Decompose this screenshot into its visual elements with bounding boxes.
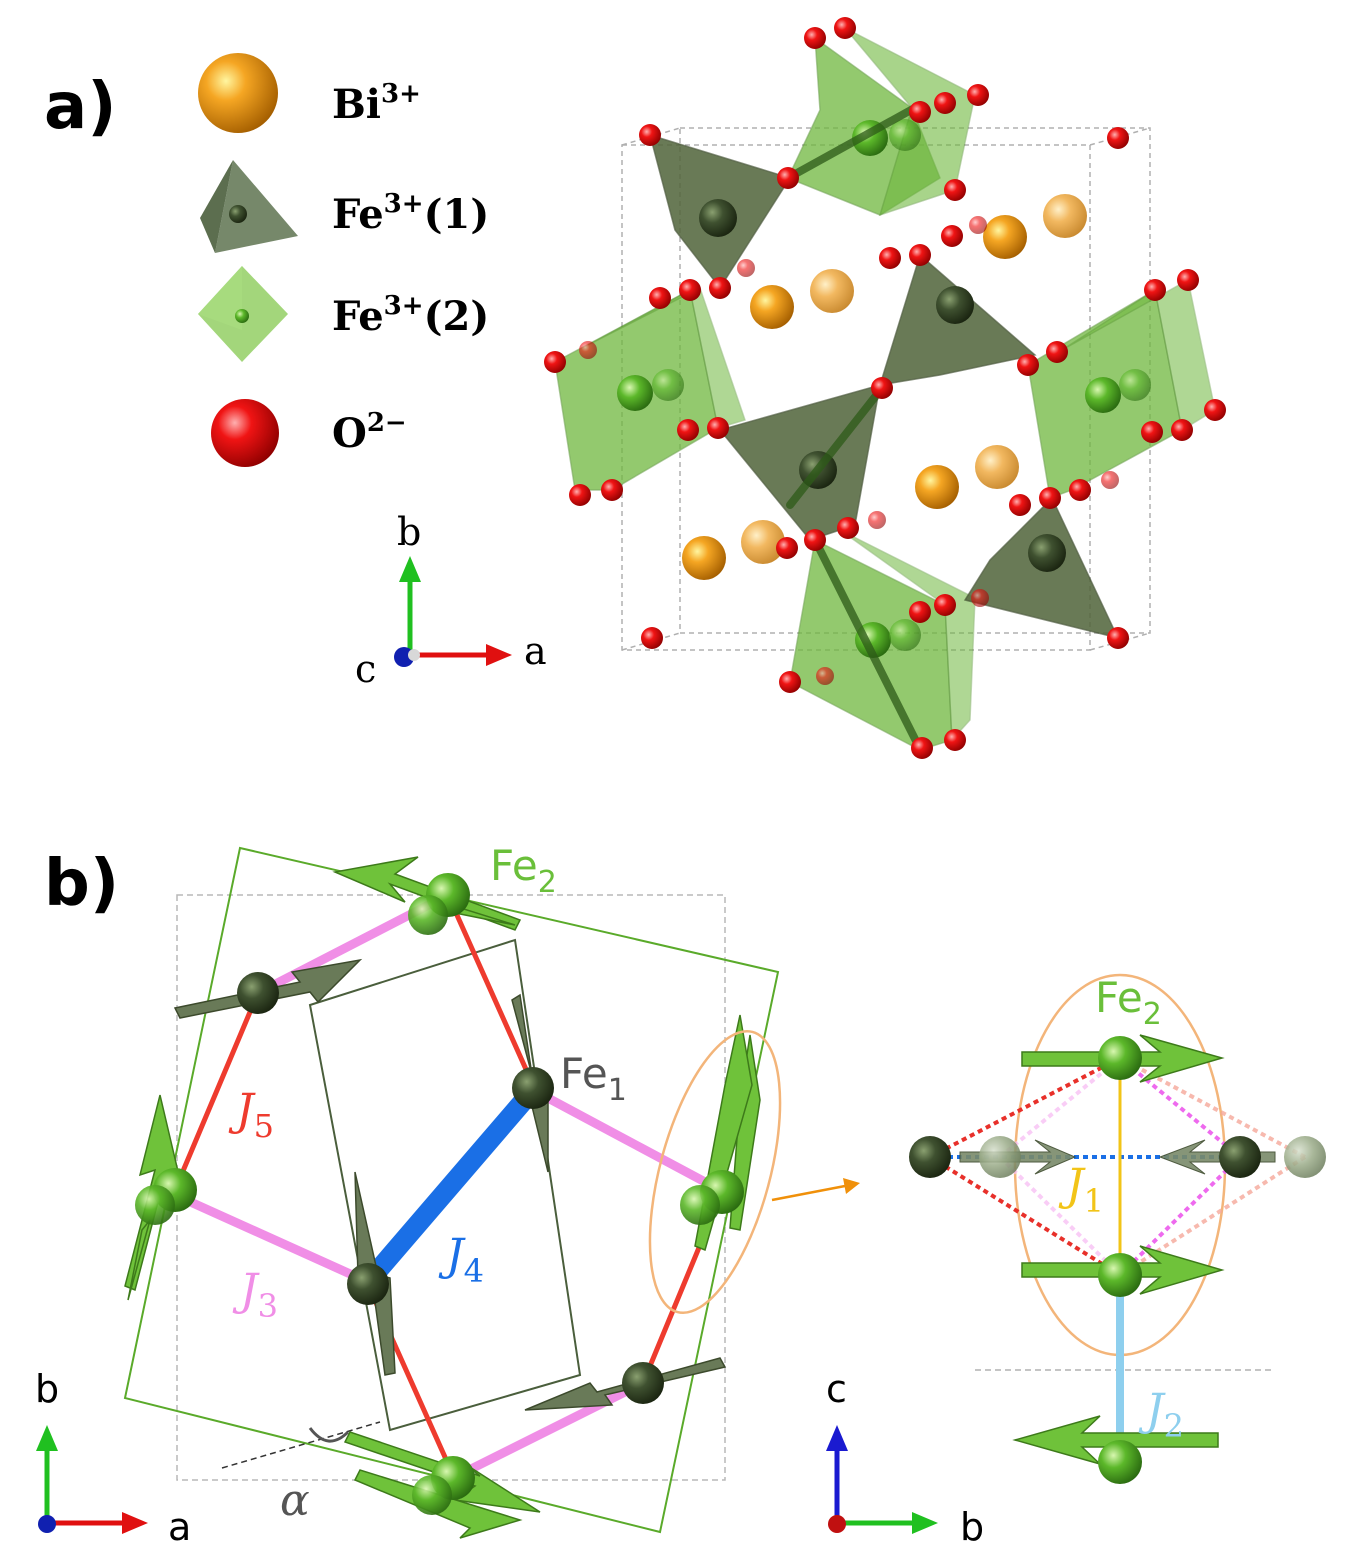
axis-c-label-a: c bbox=[355, 647, 376, 691]
j4-label: J4 bbox=[438, 1230, 484, 1290]
tetrahedron-icon bbox=[200, 160, 298, 253]
alpha-label: α bbox=[280, 1475, 310, 1526]
axis-b-label-br: b bbox=[960, 1505, 984, 1549]
axis-b-label-a: b bbox=[397, 510, 421, 554]
axis-b-label-bl: b bbox=[35, 1367, 59, 1411]
legend-bi: Bi3+ bbox=[332, 79, 421, 128]
axes-panel-b-left bbox=[36, 1425, 148, 1534]
axes-panel-a bbox=[394, 556, 512, 667]
panel-b-label: b) bbox=[44, 847, 119, 921]
bi-sphere-icon bbox=[198, 53, 278, 133]
j1-label: J1 bbox=[1058, 1160, 1104, 1220]
axis-c-label-br: c bbox=[826, 1367, 847, 1411]
panel-a-label: a) bbox=[44, 70, 116, 144]
j5-label: J5 bbox=[228, 1085, 274, 1145]
oxygen-sphere-icon bbox=[211, 399, 279, 467]
j3-label: J3 bbox=[232, 1265, 278, 1325]
legend-fe2: Fe3+(2) bbox=[332, 291, 489, 340]
crystal-structure bbox=[544, 17, 1226, 759]
octahedron-icon bbox=[198, 266, 288, 362]
axis-a-label-a: a bbox=[524, 629, 547, 673]
spin-chain-detail bbox=[909, 973, 1326, 1484]
magnetic-structure bbox=[123, 846, 860, 1539]
fe1-label: Fe1 bbox=[560, 1049, 627, 1108]
fe2-label-right: Fe2 bbox=[1095, 973, 1162, 1032]
fe2-label-top: Fe2 bbox=[490, 841, 557, 900]
legend-fe1: Fe3+(1) bbox=[332, 189, 489, 238]
legend-o: O2− bbox=[332, 408, 407, 457]
axis-a-label-bl: a bbox=[168, 1505, 191, 1549]
axes-panel-b-right bbox=[826, 1425, 938, 1534]
